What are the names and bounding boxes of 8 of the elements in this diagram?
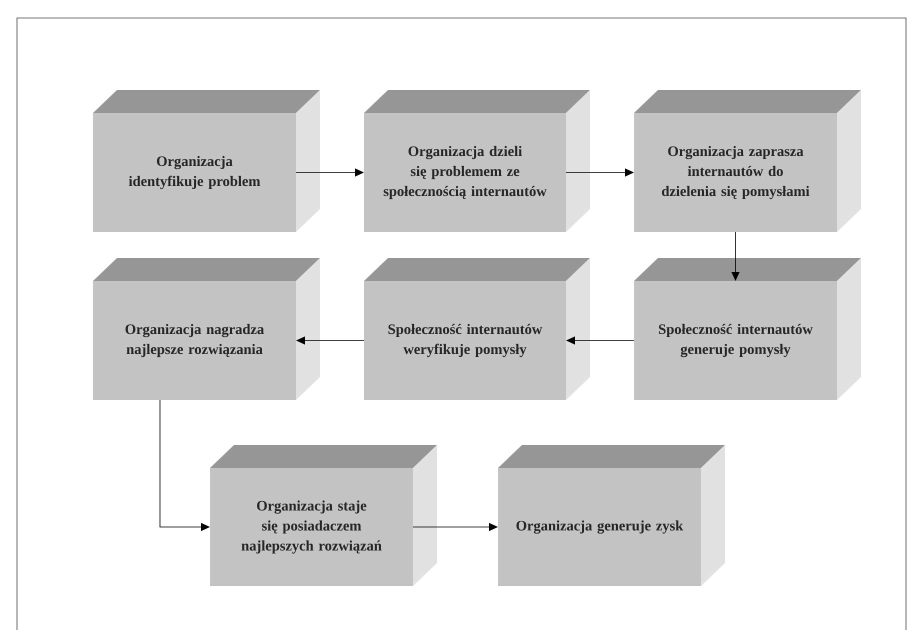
process-block: Społeczność internautów weryfikuje pomysły: [364, 258, 590, 400]
process-block: Społeczność internautów generuje pomysły: [634, 258, 861, 400]
process-block: Organizacja nagradza najlepsze rozwiązania: [93, 258, 320, 400]
process-block: Organizacja zaprasza internautów do dzielenia się pomysłami: [634, 90, 861, 232]
process-block: Organizacja staje się posiadaczem najlepszych rozwiązań: [210, 445, 437, 586]
process-block: Organizacja dzieli się problemem ze społecznością internautów: [364, 90, 590, 232]
process-block: Organizacja generuje zysk: [498, 445, 725, 586]
process-block: Organizacja identyfikuje problem: [93, 90, 320, 232]
